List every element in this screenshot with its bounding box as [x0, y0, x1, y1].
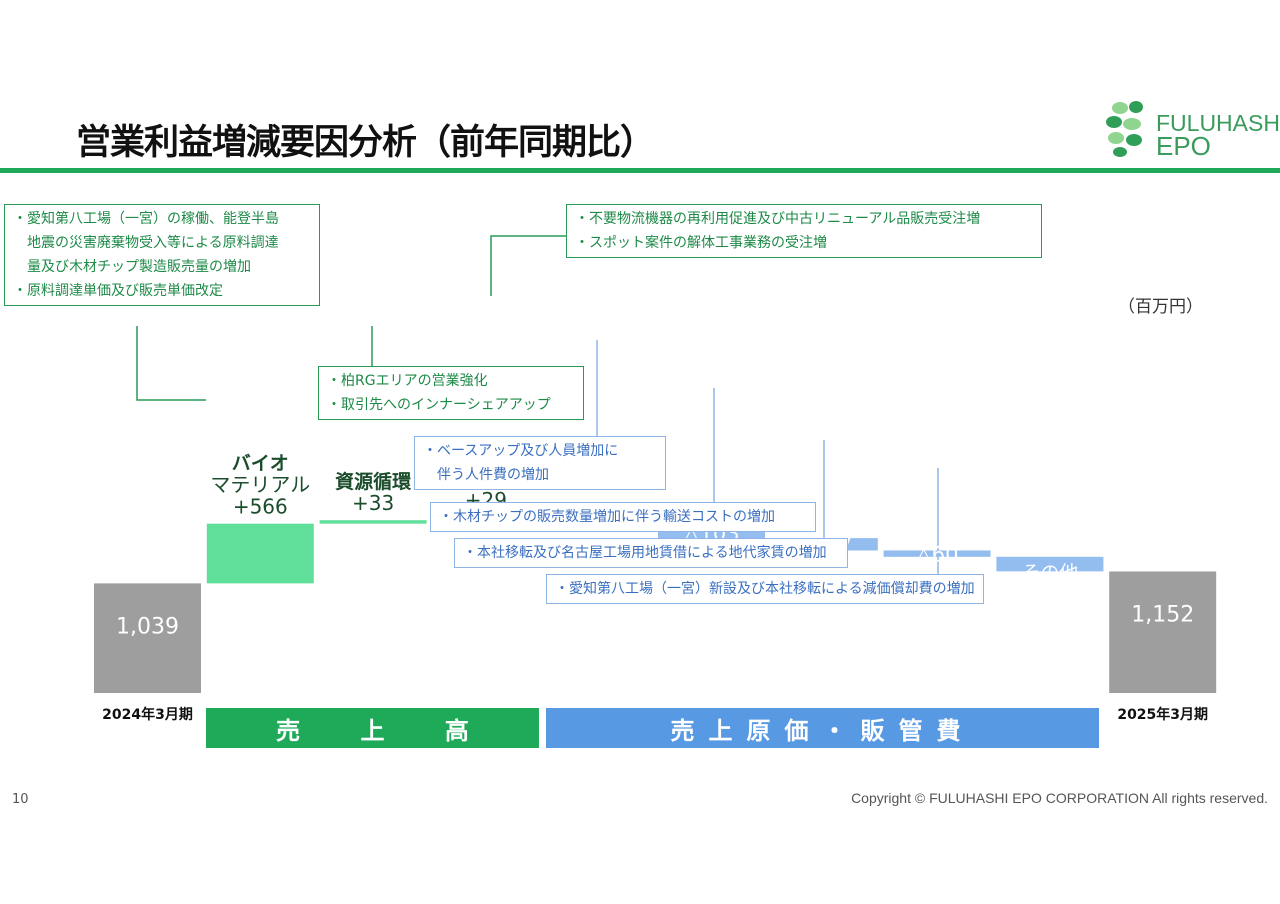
bar-label-line: マテリアル	[210, 473, 310, 497]
fuluhashi-logo-icon	[1106, 101, 1143, 157]
bar-label: その他△138	[1021, 562, 1078, 605]
bar-label-line: 1,152	[1131, 602, 1194, 627]
logo-text: FULUHASHI EPO	[1156, 110, 1280, 161]
note-transport: ・木材チップの販売数量増加に伴う輸送コストの増加	[430, 502, 816, 532]
note-line: ・柏RGエリアの営業強化	[327, 373, 488, 389]
bar	[883, 550, 991, 557]
bar-label-line: △60	[916, 543, 959, 567]
page-title: 営業利益増減要因分析（前年同期比）	[76, 123, 655, 163]
note-resource: ・柏RGエリアの営業強化・取引先へのインナーシェアアップ	[318, 366, 584, 420]
bar	[658, 527, 765, 539]
note-line: 伴う人件費の増加	[423, 467, 549, 483]
bar-label: 資源循環+33	[335, 470, 412, 515]
category-sales-char: 売	[276, 716, 301, 745]
title-rule	[0, 168, 1280, 173]
note-line: ・ベースアップ及び人員増加に	[423, 443, 619, 459]
bar-label-line: バイオ	[232, 453, 289, 475]
note-other-increase: ・不要物流機器の再利用促進及び中古リニューアル品販売受注増・スポット案件の解体工…	[566, 204, 1042, 258]
note-line: ・スポット案件の解体工事業務の受注増	[575, 235, 827, 251]
bar-label: △60	[916, 543, 959, 567]
copyright: Copyright © FULUHASHI EPO CORPORATION Al…	[851, 790, 1268, 806]
note-depreciation: ・愛知第八工場（一宮）新設及び本社移転による減価償却費の増加	[546, 574, 984, 604]
note-line: ・本社移転及び名古屋工場用地賃借による地代家賃の増加	[463, 545, 827, 561]
logo-line2: EPO	[1156, 131, 1211, 161]
note-line: ・原料調達単価及び販売単価改定	[13, 283, 223, 299]
axis-label: 2025年3月期	[1117, 706, 1208, 723]
bar-label-line: △138	[1024, 583, 1075, 605]
note-line: ・取引先へのインナーシェアアップ	[327, 397, 551, 413]
leader-line	[490, 235, 566, 296]
note-line: ・愛知第八工場（一宮）新設及び本社移転による減価償却費の増加	[555, 581, 975, 597]
bar	[206, 523, 314, 584]
axis-label: 2024年3月期	[102, 706, 193, 723]
bar-label-line: +566	[233, 495, 288, 519]
bar-label: 1,039	[116, 614, 179, 639]
bar-label-line: 資源循環	[335, 470, 412, 493]
bar	[1109, 571, 1217, 693]
bar-label: バイオマテリアル+566	[210, 453, 310, 519]
category-sales-char: 上	[360, 716, 385, 745]
note-labor: ・ベースアップ及び人員増加に 伴う人件費の増加	[414, 436, 666, 490]
note-line: ・木材チップの販売数量増加に伴う輸送コストの増加	[439, 509, 775, 525]
page-number: 10	[12, 792, 29, 807]
note-line: 地震の災害廃棄物受入等による原料調達	[13, 235, 279, 251]
category-sales-bar: 売 上 高	[206, 708, 539, 748]
bar	[94, 583, 201, 693]
bar-label-line: その他	[1021, 562, 1078, 584]
note-rent: ・本社移転及び名古屋工場用地賃借による地代家賃の増加	[454, 538, 848, 568]
note-bio: ・愛知第八工場（一宮）の稼働、能登半島 地震の災害廃棄物受入等による原料調達 量…	[4, 204, 320, 306]
note-line: ・不要物流機器の再利用促進及び中古リニューアル品販売受注増	[575, 211, 981, 227]
note-line: 量及び木材チップ製造販売量の増加	[13, 259, 251, 275]
bar-label-line: +33	[352, 491, 394, 515]
leader-line	[136, 326, 206, 401]
bar-label: 1,152	[1131, 602, 1194, 627]
category-cost-bar: 売上原価・販管費	[546, 708, 1099, 748]
bar-label-line: 1,039	[116, 614, 179, 639]
bar	[996, 556, 1104, 572]
logo-line1: FULUHASHI	[1156, 110, 1280, 136]
bar	[319, 520, 427, 524]
unit-label: （百万円）	[1118, 297, 1203, 317]
note-line: ・愛知第八工場（一宮）の稼働、能登半島	[13, 211, 279, 227]
category-sales-char: 高	[444, 716, 469, 745]
